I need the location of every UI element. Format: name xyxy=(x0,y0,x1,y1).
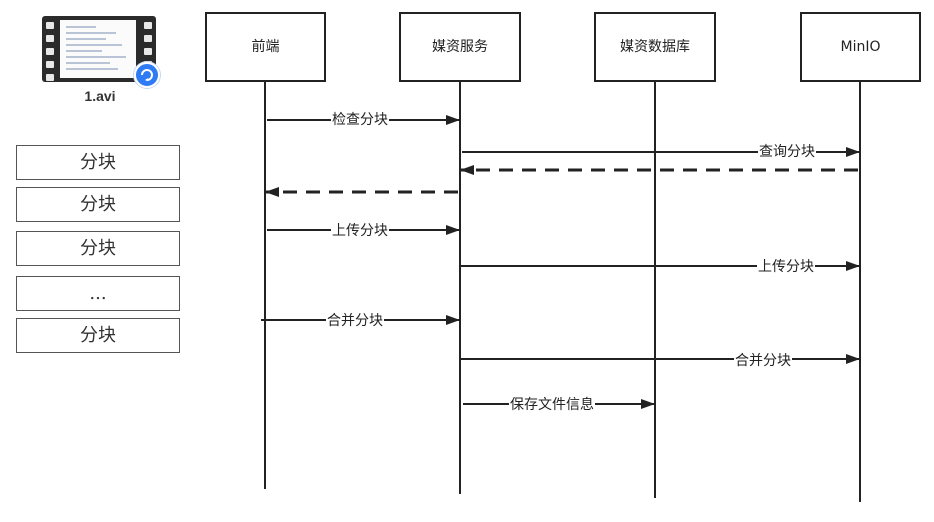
message-label: 保存文件信息 xyxy=(509,396,595,414)
file-name[interactable]: 1.avi xyxy=(84,88,116,104)
message-label: 上传分块 xyxy=(331,222,389,240)
chunk-box-ellipsis: ... xyxy=(16,276,180,311)
video-file-icon: 1.avi xyxy=(38,10,162,120)
actor-frontend: 前端 xyxy=(205,12,326,82)
document-preview xyxy=(60,20,136,78)
message-label: 合并分块 xyxy=(326,312,384,330)
chunk-box: 分块 xyxy=(16,145,180,180)
chunk-box: 分块 xyxy=(16,318,180,353)
message-label: 查询分块 xyxy=(758,143,816,161)
actor-minio: MinIO xyxy=(800,12,921,82)
film-strip-left xyxy=(45,22,55,87)
chunk-box: 分块 xyxy=(16,187,180,222)
message-label: 上传分块 xyxy=(757,258,815,276)
video-thumbnail xyxy=(42,16,156,82)
message-label: 合并分块 xyxy=(734,352,792,370)
player-badge-icon xyxy=(134,62,160,88)
actor-media-service: 媒资服务 xyxy=(399,12,521,82)
chunk-box: 分块 xyxy=(16,231,180,266)
actor-media-db: 媒资数据库 xyxy=(594,12,716,82)
message-label: 检查分块 xyxy=(331,111,389,129)
